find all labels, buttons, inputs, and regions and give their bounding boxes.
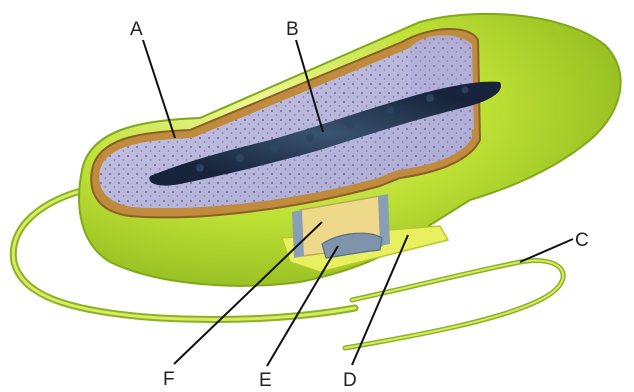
label-f: F — [163, 369, 175, 390]
label-a: A — [130, 19, 143, 40]
label-c: C — [575, 230, 589, 251]
label-e: E — [259, 370, 272, 391]
label-b: B — [286, 19, 299, 40]
leader-line-c — [520, 239, 573, 262]
label-d: D — [343, 370, 357, 391]
